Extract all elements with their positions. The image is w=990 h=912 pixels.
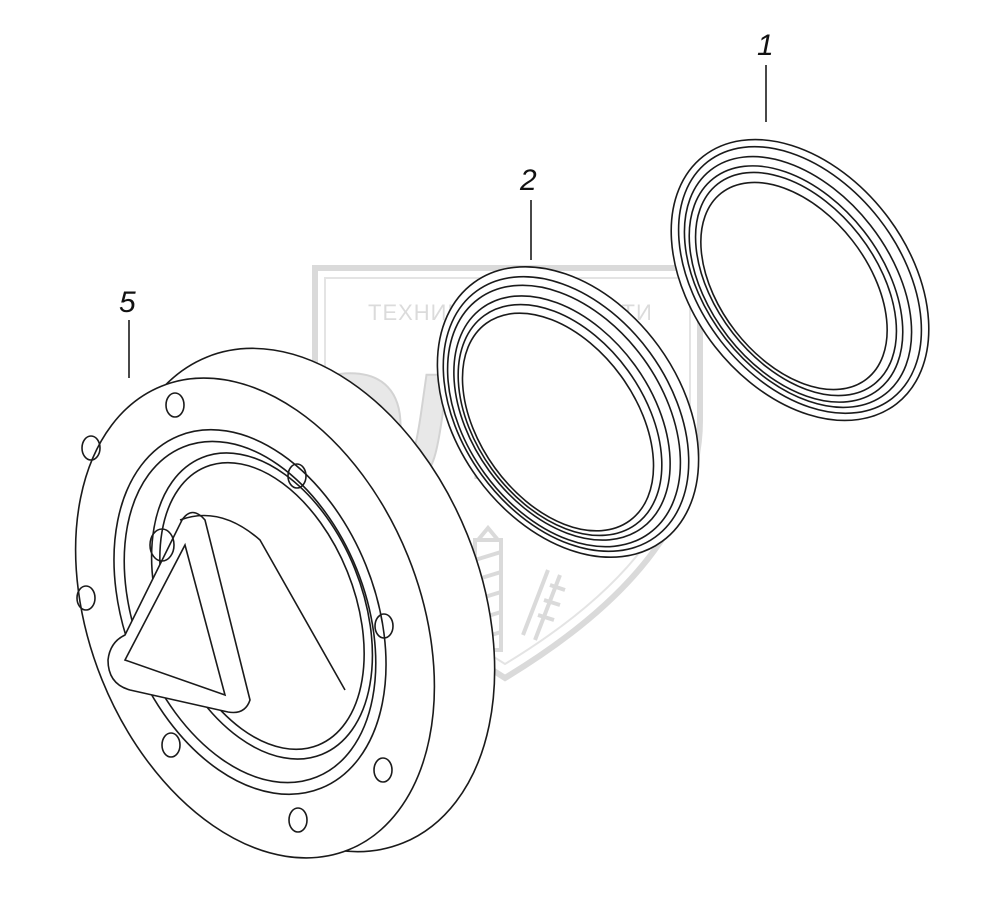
part-1-seal-ring xyxy=(670,138,930,422)
callout-label-5: 5 xyxy=(119,286,136,319)
callout-label-2: 2 xyxy=(519,164,537,197)
part-2-bearing-ring xyxy=(436,265,700,559)
part-5-flange-cover xyxy=(74,347,496,859)
callout-label-1: 1 xyxy=(757,29,774,62)
bolt-holes xyxy=(76,392,394,833)
deflector-tab xyxy=(107,511,251,714)
callouts xyxy=(128,65,767,378)
